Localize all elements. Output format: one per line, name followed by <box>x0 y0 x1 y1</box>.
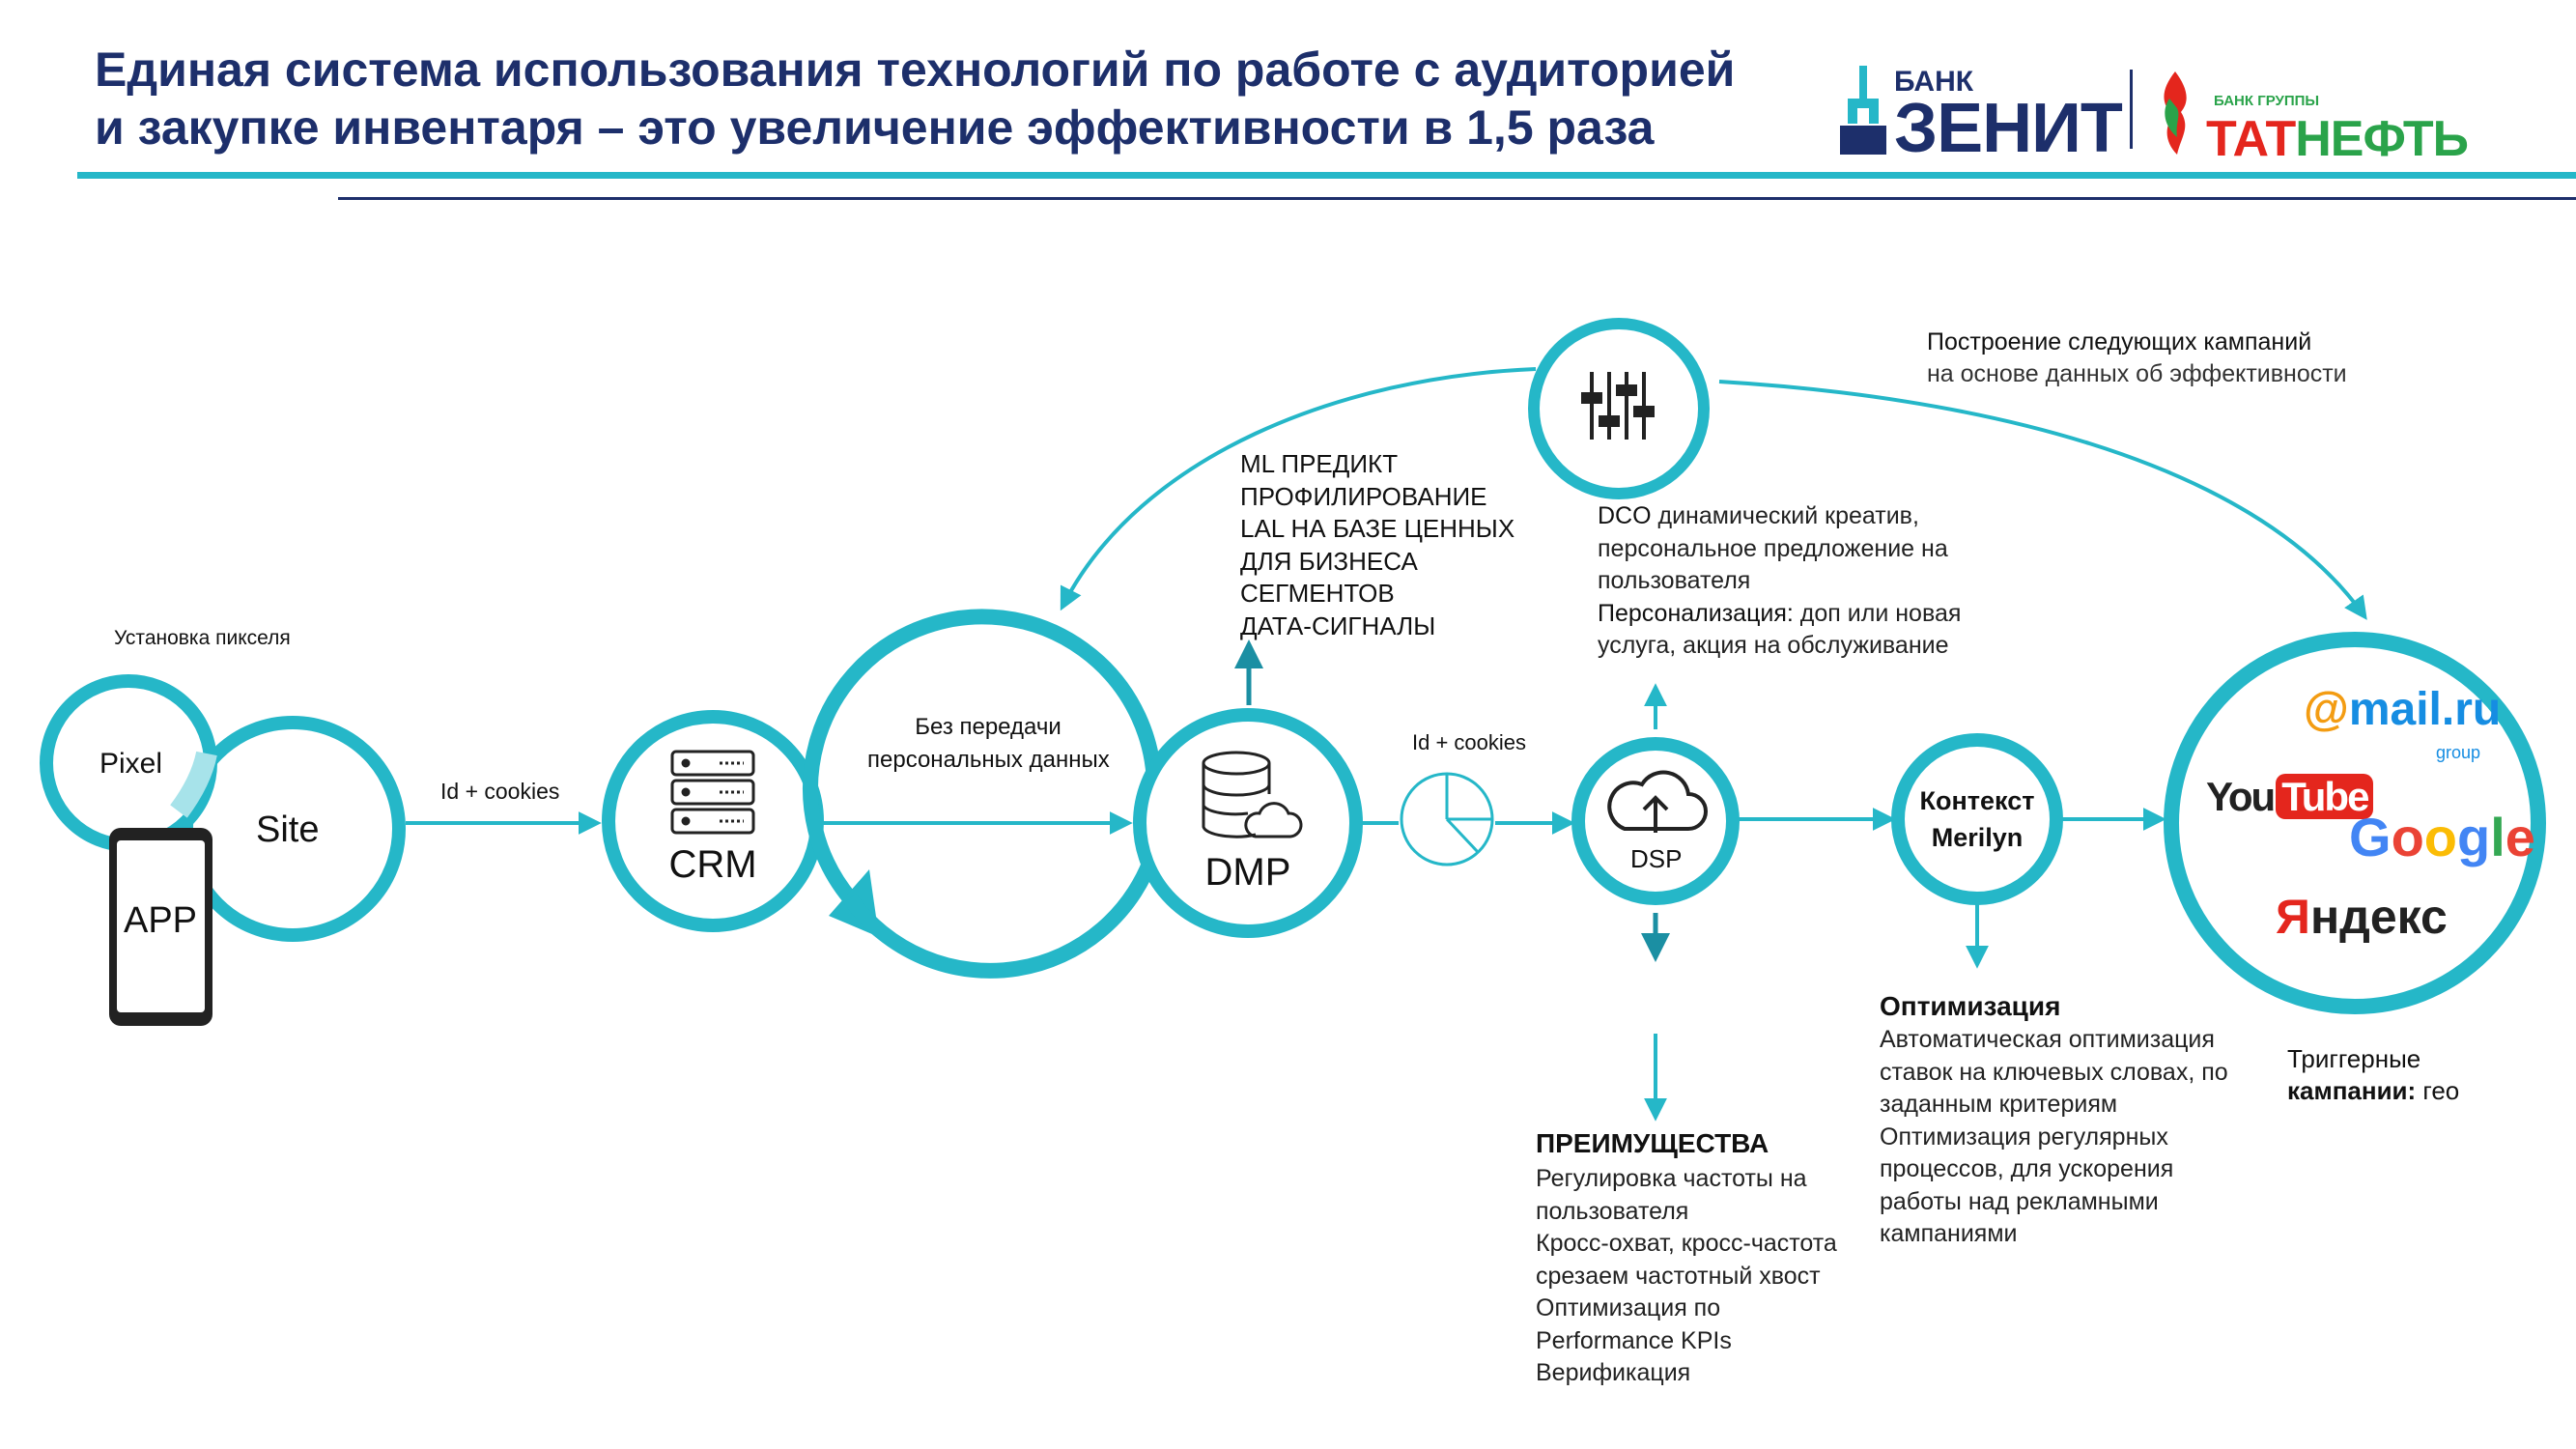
cloud-upload-icon <box>1607 770 1708 833</box>
optimization-block: Оптимизация Автоматическая оптимизация с… <box>1880 989 2228 1251</box>
ml-line: СЕГМЕНТОВ <box>1240 579 1395 608</box>
yandex-text: ндекс <box>2309 890 2448 944</box>
trigger-text: гео <box>2416 1076 2460 1105</box>
tatneft-small-label: БАНК ГРУППЫ <box>2214 93 2320 109</box>
equalizer-sliders-icon <box>1581 372 1655 440</box>
next-campaigns-line1: Построение следующих кампаний <box>1927 328 2312 355</box>
logo-divider <box>2130 70 2133 149</box>
personalization-text: доп или новая <box>1793 599 1962 627</box>
tatneft-flame-icon <box>2164 71 2187 155</box>
advantages-title: ПРЕИМУЩЕСТВА <box>1536 1128 1769 1158</box>
zenit-emblem-icon <box>1840 66 1886 155</box>
advantages-line: Оптимизация по <box>1536 1294 1721 1321</box>
advantages-line: Верификация <box>1536 1359 1691 1386</box>
context-label: Контекст Merilyn <box>1908 782 2047 856</box>
zenit-bank-label: БАНК <box>1894 66 1974 98</box>
server-icon <box>670 750 755 835</box>
optimization-line: Автоматическая оптимизация <box>1880 1026 2215 1053</box>
advantages-line: пользователя <box>1536 1197 1689 1225</box>
ml-capabilities-list: ML ПРЕДИКТ ПРОФИЛИРОВАНИЕ LAL НА БАЗЕ ЦЕ… <box>1240 448 1514 642</box>
advantages-line: Кросс-охват, кросс-частота <box>1536 1230 1837 1257</box>
arc-optimization-to-platforms <box>1718 380 2367 620</box>
dsp-label: DSP <box>1630 844 1683 873</box>
optimization-line: работы над рекламными <box>1880 1187 2159 1215</box>
google-logo: Google <box>2349 807 2535 867</box>
tatneft-name-part2: НЕФТЬ <box>2295 111 2469 167</box>
optimization-line: кампаниями <box>1880 1220 2018 1247</box>
page-title-line1: Единая система использования технологий … <box>95 43 1736 97</box>
ml-line: ДАТА-СИГНАЛЫ <box>1240 611 1436 640</box>
context-label-line1: Контекст <box>1919 786 2035 815</box>
dmp-label: DMP <box>1204 851 1291 894</box>
ml-line: ML ПРЕДИКТ <box>1240 449 1399 478</box>
tatneft-name: ТАТНЕФТЬ <box>2206 110 2469 168</box>
no-transfer-line2: персональных данных <box>867 747 1110 773</box>
dmp-node <box>1133 708 1363 938</box>
pixel-label: Pixel <box>99 748 163 780</box>
tatneft-logo: БАНК ГРУППЫ ТАТНЕФТЬ <box>2152 66 2519 167</box>
youtube-tube-box: Tube <box>2276 774 2374 819</box>
mail-ru-group: group <box>2436 743 2481 762</box>
next-campaigns-label: Построение следующих кампаний на основе … <box>1927 327 2347 390</box>
pixel-install-label: Установка пикселя <box>114 627 291 649</box>
dco-description: DCO динамический креатив, персональное п… <box>1598 500 1961 663</box>
platforms-node <box>2164 632 2546 1014</box>
arc-optimization-to-crm <box>1060 367 1537 611</box>
site-label: Site <box>256 810 320 850</box>
id-cookies-label-1: Id + cookies <box>440 779 560 804</box>
tatneft-name-part1: ТАТ <box>2206 111 2296 167</box>
advantages-block: ПРЕИМУЩЕСТВА Регулировка частоты на поль… <box>1536 1124 1837 1390</box>
youtube-text: You <box>2206 774 2276 819</box>
header-accent-line <box>77 172 2576 179</box>
zenit-logo: БАНК ЗЕНИТ <box>1840 60 2123 167</box>
mail-ru-text: mail.ru <box>2348 684 2502 735</box>
optimization-line: ставок на ключевых словах, по <box>1880 1058 2228 1086</box>
zenit-name: ЗЕНИТ <box>1894 90 2123 167</box>
optimization-line: заданным критериям <box>1880 1091 2118 1118</box>
optimization-line: процессов, для ускорения <box>1880 1155 2174 1182</box>
page-title: Единая система использования технологий … <box>95 41 1833 156</box>
dco-line3: пользователя <box>1598 567 1751 594</box>
optimization-node <box>1528 318 1710 499</box>
header-divider-line <box>338 197 2576 200</box>
personalization-line2: услуга, акция на обслуживание <box>1598 632 1949 659</box>
optimization-title: Оптимизация <box>1880 991 2061 1021</box>
mail-ru-logo: @mail.ru <box>2304 684 2502 735</box>
crm-label: CRM <box>668 843 757 886</box>
dco-line2: персональное предложение на <box>1598 534 1948 562</box>
advantages-line: срезаем частотный хвост <box>1536 1262 1821 1290</box>
advantages-line: Performance KPIs <box>1536 1326 1732 1354</box>
advantages-line: Регулировка частоты на <box>1536 1165 1807 1192</box>
pie-chart-icon <box>1400 772 1494 867</box>
no-transfer-line1: Без передачи <box>915 714 1062 740</box>
app-label: APP <box>123 900 198 941</box>
crm-node <box>602 710 824 932</box>
trigger-term: кампании: <box>2287 1076 2417 1105</box>
next-campaigns-line2: на основе данных об эффективности <box>1927 360 2347 387</box>
trigger-line1: Триггерные <box>2287 1044 2421 1073</box>
trigger-campaigns-label: Триггерные кампании: гео <box>2287 1043 2459 1107</box>
id-cookies-label-2: Id + cookies <box>1412 730 1527 754</box>
optimization-line: Оптимизация регулярных <box>1880 1122 2168 1151</box>
ml-line: ПРОФИЛИРОВАНИЕ <box>1240 481 1487 511</box>
yandex-logo: Яндекс <box>2276 890 2448 944</box>
pixel-site-link <box>170 751 217 818</box>
no-transfer-label: Без передачи персональных данных <box>867 711 1110 777</box>
dco-text: динамический креатив, <box>1651 502 1919 529</box>
ml-line: ДЛЯ БИЗНЕСА <box>1240 546 1418 576</box>
database-cloud-icon <box>1202 751 1303 838</box>
page-title-line2: и закупке инвентаря – это увеличение эфф… <box>95 100 1655 155</box>
dco-term: DCO <box>1598 502 1652 529</box>
loop-crm-dmp-lower <box>843 847 1162 979</box>
smartphone-icon <box>109 828 212 1026</box>
context-label-line2: Merilyn <box>1931 823 2024 852</box>
personalization-term: Персонализация: <box>1598 599 1794 627</box>
loop-crm-dmp <box>803 609 1163 904</box>
ml-line: LAL НА БАЗЕ ЦЕННЫХ <box>1240 514 1515 543</box>
context-node <box>1891 733 2063 905</box>
